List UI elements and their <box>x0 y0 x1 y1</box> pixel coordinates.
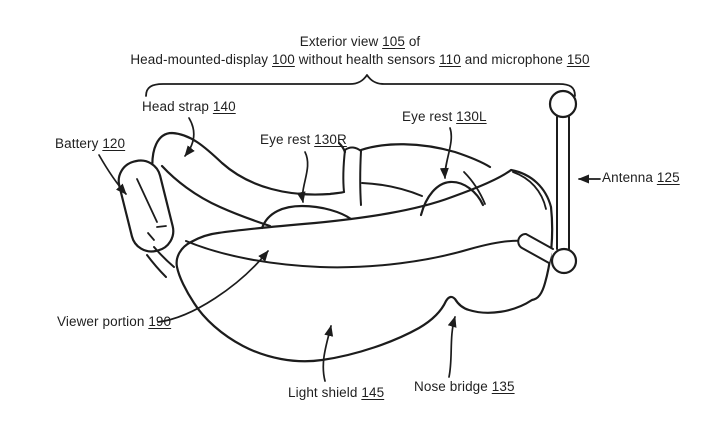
eye-rest-right-outline <box>260 204 353 230</box>
label-text: Antenna <box>602 170 657 185</box>
label-text: Eye rest <box>402 109 457 124</box>
leader-eye-rest-left <box>439 127 453 179</box>
ref-number-135: 135 <box>491 379 515 394</box>
ref-number-100: 100 <box>272 52 295 67</box>
antenna-outline <box>548 89 578 275</box>
title-text: Exterior view <box>299 34 383 49</box>
ref-number-125: 125 <box>656 170 680 185</box>
label-head-strap: Head strap 140 <box>142 99 236 114</box>
ref-number-105: 105 <box>382 34 405 49</box>
label-text: Nose bridge <box>414 379 492 394</box>
label-nose-bridge: Nose bridge 135 <box>414 379 515 394</box>
leader-head-strap <box>184 117 195 157</box>
goggle-divider <box>342 146 362 206</box>
label-viewer-portion: Viewer portion 190 <box>57 314 171 329</box>
leader-viewer-portion <box>157 250 269 323</box>
label-text: Eye rest <box>260 132 315 147</box>
title-text: of <box>404 34 421 49</box>
figure-title: Exterior view 105 of Head-mounted-displa… <box>0 33 720 69</box>
ref-number-120: 120 <box>102 136 126 151</box>
viewer-portion-band-line <box>185 239 524 269</box>
ref-number-140: 140 <box>212 99 236 114</box>
ref-number-130L: 130L <box>456 109 487 124</box>
antenna-bottom-ball <box>550 247 578 275</box>
leader-nose-bridge <box>447 316 457 378</box>
ref-number-145: 145 <box>361 385 385 400</box>
label-text: Battery <box>55 136 103 151</box>
leader-battery <box>98 154 127 195</box>
label-eye-rest-left: Eye rest 130L <box>402 109 487 124</box>
label-text: Head strap <box>142 99 213 114</box>
title-text: without health sensors <box>294 52 440 67</box>
ref-number-130R: 130R <box>314 132 347 147</box>
title-text: Head-mounted-display <box>130 52 273 67</box>
ref-number-190: 190 <box>148 314 172 329</box>
figure-title-line1: Exterior view 105 of <box>0 33 720 51</box>
eye-rest-left-outline <box>419 171 486 217</box>
leader-eye-rest-right <box>296 151 309 203</box>
title-brace <box>145 74 576 97</box>
label-eye-rest-right: Eye rest 130R <box>260 132 347 147</box>
antenna-connector <box>517 232 554 264</box>
strap-tail <box>146 246 175 278</box>
leader-light-shield <box>322 325 334 382</box>
figure-title-line2: Head-mounted-display 100 without health … <box>0 51 720 69</box>
label-light-shield: Light shield 145 <box>288 385 384 400</box>
label-text: Viewer portion <box>57 314 149 329</box>
goggle-rear-rim <box>359 143 492 197</box>
label-battery: Battery 120 <box>55 136 125 151</box>
antenna-top-ball <box>548 89 578 119</box>
ref-number-110: 110 <box>439 52 461 67</box>
ref-number-150: 150 <box>566 52 590 67</box>
label-antenna: Antenna 125 <box>602 170 680 185</box>
label-text: Light shield <box>288 385 362 400</box>
goggle-corner-inner-line <box>512 171 547 210</box>
title-text: and microphone <box>460 52 567 67</box>
